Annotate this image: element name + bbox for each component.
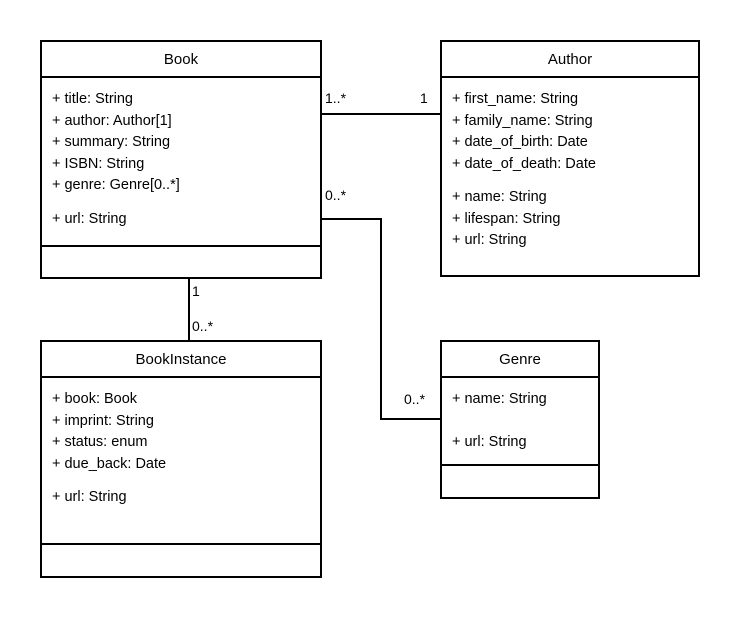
- association-book-bookinstance-line: [188, 277, 190, 342]
- attribute-row: + status: enum: [52, 434, 148, 450]
- attribute-spacer: [52, 475, 310, 487]
- association-book-genre-segment-2: [380, 218, 382, 420]
- multiplicity-book-genre-target: 0..*: [404, 391, 426, 407]
- class-operations-book: [42, 247, 320, 277]
- class-attributes-genre: + name: String + url: String: [442, 378, 598, 466]
- attribute-row: + url: String: [52, 489, 127, 505]
- class-operations-genre: [442, 466, 598, 497]
- multiplicity-book-author-target: 1: [420, 90, 428, 106]
- class-operations-bookinstance: [42, 545, 320, 576]
- class-attributes-book: + title: String + author: Author[1] + su…: [42, 78, 320, 247]
- attribute-spacer: [452, 175, 688, 187]
- association-book-genre-segment-3: [380, 418, 442, 420]
- association-book-genre-segment-1: [320, 218, 382, 220]
- attribute-spacer: [452, 411, 588, 432]
- attribute-row: + book: Book: [52, 391, 138, 407]
- attribute-row: + due_back: Date: [52, 455, 167, 472]
- association-book-author-line: [320, 113, 442, 115]
- attribute-row: + url: String: [52, 210, 127, 227]
- multiplicity-book-author-source: 1..*: [325, 90, 347, 106]
- attribute-row: + date_of_death: Date: [452, 155, 596, 172]
- attribute-row: + lifespan: String: [452, 210, 561, 227]
- attribute-row: + title: String: [52, 91, 133, 107]
- uml-class-bookinstance[interactable]: BookInstance + book: Book + imprint: Str…: [40, 340, 322, 578]
- attribute-row: + url: String: [452, 433, 527, 450]
- multiplicity-book-bookinstance-target: 0..*: [192, 318, 214, 334]
- class-attributes-bookinstance: + book: Book + imprint: String + status:…: [42, 378, 320, 545]
- attribute-row: + ISBN: String: [52, 155, 145, 172]
- uml-class-author[interactable]: Author + first_name: String + family_nam…: [440, 40, 700, 277]
- attribute-row: + date_of_birth: Date: [452, 134, 588, 150]
- attribute-row: + name: String: [452, 391, 547, 407]
- multiplicity-book-genre-source: 0..*: [325, 187, 347, 203]
- attribute-row: + summary: String: [52, 134, 171, 150]
- attribute-spacer: [52, 197, 310, 209]
- attribute-row: + url: String: [452, 232, 527, 248]
- class-name-book: Book: [42, 42, 320, 78]
- uml-class-genre[interactable]: Genre + name: String + url: String: [440, 340, 600, 499]
- class-name-bookinstance: BookInstance: [42, 342, 320, 378]
- multiplicity-book-bookinstance-source: 1: [192, 283, 200, 299]
- attribute-row: + genre: Genre[0..*]: [52, 177, 180, 193]
- class-name-genre: Genre: [442, 342, 598, 378]
- attribute-row: + family_name: String: [452, 112, 593, 129]
- class-attributes-author: + first_name: String + family_name: Stri…: [442, 78, 698, 277]
- attribute-row: + first_name: String: [452, 91, 579, 107]
- attribute-row: + name: String: [452, 189, 547, 205]
- uml-class-book[interactable]: Book + title: String + author: Author[1]…: [40, 40, 322, 279]
- attribute-row: + imprint: String: [52, 412, 154, 429]
- attribute-row: + author: Author[1]: [52, 112, 172, 129]
- class-name-author: Author: [442, 42, 698, 78]
